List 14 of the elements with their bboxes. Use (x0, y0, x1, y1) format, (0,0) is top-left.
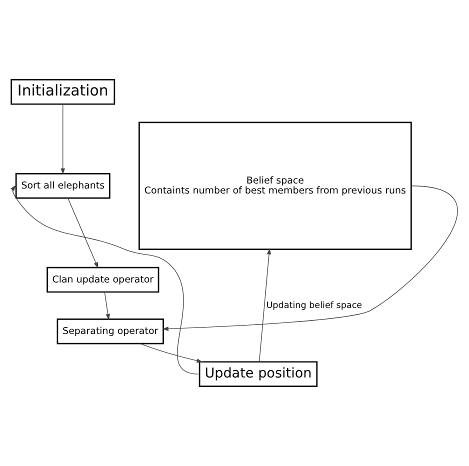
node-box: Belief space Containts number of best members from previous runs (138, 122, 412, 250)
arrow (10, 185, 199, 374)
arrow (258, 248, 272, 362)
arrow (104, 292, 110, 320)
node-box: Separating operator (56, 318, 164, 344)
node-box: Initialization (10, 79, 116, 105)
edge-label: Updating belief space (266, 300, 362, 311)
node-box: Sort all elephants (15, 172, 110, 199)
arrow (162, 186, 458, 331)
arrow (60, 104, 66, 175)
node-box: Update position (198, 361, 318, 387)
arrow (68, 198, 98, 268)
arrow (139, 343, 203, 363)
node-box: Clan update operator (46, 266, 160, 293)
